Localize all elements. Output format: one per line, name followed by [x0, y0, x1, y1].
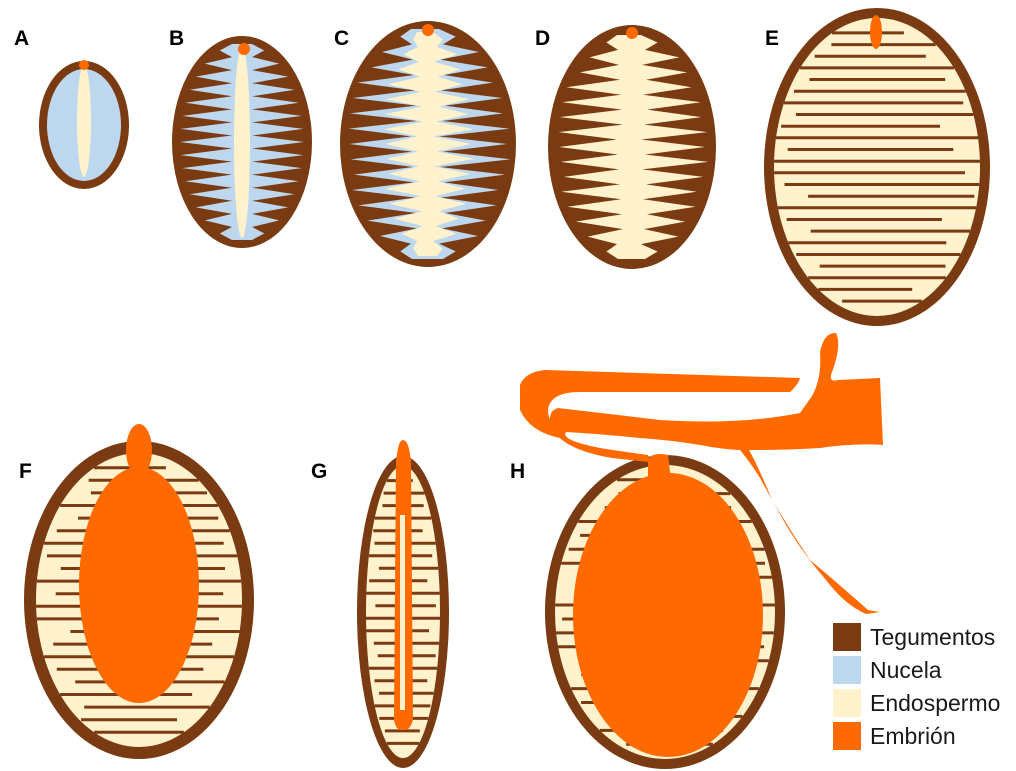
stage-h-hypocotyl-base — [648, 454, 671, 480]
panel-label-h: H — [510, 460, 525, 483]
stage-a-ovule — [39, 60, 129, 189]
stage-h-seedling — [520, 333, 883, 769]
stage-d-ovule — [548, 25, 716, 269]
panel-label-e: E — [765, 27, 779, 50]
stage-h-shoot — [550, 333, 883, 462]
stage-e-embryo — [870, 15, 882, 49]
stage-b-endosperm — [234, 46, 250, 238]
stage-a-endosperm — [77, 65, 91, 177]
panel-label-a: A — [14, 27, 29, 50]
stage-d-embryo — [626, 27, 638, 39]
stage-h-embryo — [573, 473, 763, 757]
legend-label-tegumentos: Tegumentos — [870, 624, 995, 650]
stage-c-ovule — [340, 21, 516, 267]
legend-label-nucela: Nucela — [870, 657, 942, 683]
panel-label-c: C — [334, 27, 349, 50]
stage-f-embryo — [79, 467, 199, 703]
panel-label-f: F — [19, 460, 32, 483]
legend-swatch-nucela — [833, 656, 861, 684]
panel-label-d: D — [535, 27, 550, 50]
legend-label-embrion: Embrión — [870, 723, 956, 749]
stage-f-radicle — [126, 424, 152, 476]
stage-g-embryo-gap — [400, 515, 405, 710]
legend-swatch-embrion — [833, 722, 861, 750]
legend-swatch-endospermo — [833, 689, 861, 717]
stage-b-embryo — [238, 43, 250, 55]
stage-e-endosperm — [774, 18, 980, 316]
stage-e-seed — [764, 8, 990, 326]
legend-label-endospermo: Endospermo — [870, 690, 1000, 716]
stage-c-embryo — [422, 24, 434, 36]
stage-f-seed — [24, 424, 254, 759]
panel-label-g: G — [311, 460, 327, 483]
legend: Tegumentos Nucela Endospermo Embrión — [833, 623, 1000, 750]
legend-swatch-tegumentos — [833, 623, 861, 651]
stage-g-seed — [357, 440, 449, 768]
panel-label-b: B — [169, 27, 184, 50]
stage-a-embryo — [79, 60, 89, 70]
stage-b-ovule — [172, 36, 312, 248]
